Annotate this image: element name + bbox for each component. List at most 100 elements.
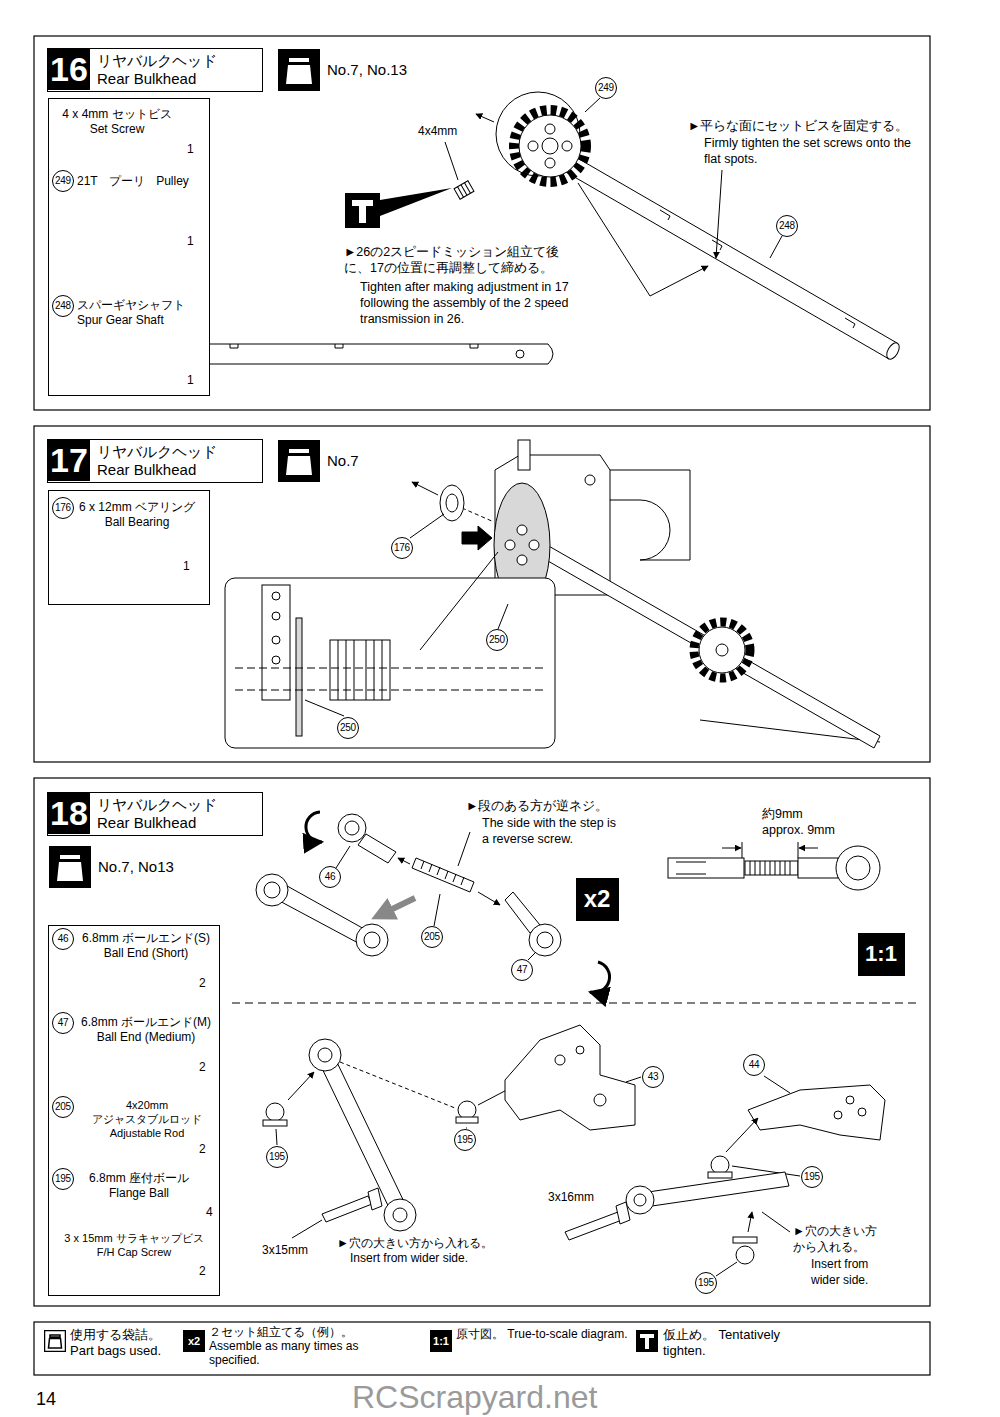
panel-frames <box>34 36 930 1375</box>
set-screw-drawing <box>454 181 474 199</box>
inset-detail <box>330 640 390 700</box>
pulley-249 <box>528 141 538 151</box>
scale-drawing <box>799 848 818 849</box>
parts-list: 1766 x 12mm ベアリング Ball Bearing1 <box>48 490 210 605</box>
set-screw-drawing <box>458 183 471 197</box>
rear-bulkhead-17 <box>518 440 530 470</box>
dimension: 3x16mm <box>548 1190 594 1205</box>
part-qty: 2 <box>199 1264 206 1279</box>
linkage-assembly <box>764 1076 790 1093</box>
linkage-assembly <box>318 1052 408 1218</box>
step-header: 16リヤバルクヘッド Rear Bulkhead <box>47 48 263 92</box>
part-qty: 2 <box>199 976 206 991</box>
inset-detail <box>272 612 280 620</box>
rear-bulkhead-17 <box>699 627 745 673</box>
rear-bulkhead-17 <box>529 540 539 550</box>
dimension: 3x15mm <box>262 1243 308 1258</box>
callout-number: 47 <box>511 959 533 981</box>
rear-bulkhead-17 <box>517 555 527 565</box>
ball-end-assembly <box>529 924 561 956</box>
callout-number: 176 <box>52 497 74 519</box>
bag-numbers: No.7, No13 <box>98 858 174 877</box>
scale-drawing <box>668 842 880 890</box>
legend-swatch <box>44 1330 66 1352</box>
ball-end-assembly <box>345 821 359 835</box>
bag-icon <box>286 449 312 475</box>
rear-bulkhead-17 <box>694 622 750 678</box>
linkage-assembly <box>292 1220 322 1238</box>
rear-bulkhead-17 <box>585 475 595 485</box>
part-name: 6.8mm ボールエンド(M) Ball End (Medium) <box>77 1015 215 1045</box>
note: ►穴の大きい方から入れる。 <box>337 1236 493 1251</box>
badge-text: x2 <box>577 879 617 919</box>
part-bag: No.7, No.13 <box>277 48 457 92</box>
legend-swatch <box>636 1330 658 1352</box>
inset-detail <box>296 618 302 736</box>
linkage-assembly <box>263 1025 885 1276</box>
part-name: 6.8mm 座付ボール Flange Ball <box>79 1171 199 1201</box>
linkage-assembly <box>711 1156 729 1174</box>
ball-end-assembly <box>528 952 536 960</box>
linkage-assembly <box>309 1039 341 1071</box>
pulley-249 <box>545 124 555 134</box>
linkage-assembly <box>834 1111 842 1119</box>
step-header: 18リヤバルクヘッド Rear Bulkhead <box>47 792 263 836</box>
bag-icon <box>57 855 83 881</box>
parts-list: 466.8mm ボールエンド(S) Ball End (Short)2476.8… <box>48 925 220 1296</box>
set-screw-drawing <box>454 181 474 199</box>
callout-number: 195 <box>52 1168 74 1190</box>
spur-gear-shaft <box>660 210 855 328</box>
pulley-249 <box>514 110 586 182</box>
callout-number: 205 <box>52 1096 74 1118</box>
rear-bulkhead-17 <box>534 541 880 748</box>
step-title: リヤバルクヘッド Rear Bulkhead <box>97 52 229 88</box>
rear-bulkhead-17 <box>716 644 728 656</box>
part-name: 4x20mm アジャスタブルロッド Adjustable Rod <box>76 1099 218 1140</box>
part-qty: 1 <box>187 234 194 249</box>
rear-bulkhead-17 <box>517 525 527 535</box>
pulley-249 <box>545 158 555 168</box>
bag-icon <box>49 846 91 888</box>
callout-number: 250 <box>486 629 508 651</box>
page-number: 14 <box>36 1388 56 1411</box>
step-header: 17リヤバルクヘッド Rear Bulkhead <box>47 439 263 483</box>
tighten-icon <box>380 188 452 216</box>
linkage-assembly <box>648 1172 789 1206</box>
icon-text: 1:1 <box>430 1330 452 1352</box>
ball-end-assembly <box>458 832 470 866</box>
inset-detail <box>272 636 280 644</box>
legend-text: ２セット組立てる（例）。 Assemble as many times as s… <box>209 1325 377 1367</box>
part-name: 3 x 15mm サラキャップビス F/H Cap Screw <box>57 1232 211 1260</box>
pulley-249 <box>496 92 586 182</box>
part-qty: 2 <box>199 1060 206 1075</box>
linkage-assembly <box>726 1118 758 1152</box>
step-number: 16 <box>48 49 90 90</box>
legend-swatch <box>49 1335 62 1348</box>
callout-number: 43 <box>642 1066 664 1088</box>
dimension: 約9mm approx. 9mm <box>762 806 842 838</box>
callout-number: 249 <box>595 77 617 99</box>
ball-end-assembly <box>590 962 610 993</box>
linkage-assembly <box>858 1108 866 1116</box>
step-title: リヤバルクヘッド Rear Bulkhead <box>97 796 229 832</box>
part-name: 6.8mm ボールエンド(S) Ball End (Short) <box>77 931 215 961</box>
bag-icon <box>48 845 92 889</box>
panel-frames <box>34 426 930 762</box>
scale-drawing <box>742 842 798 858</box>
bag-icon <box>277 439 321 483</box>
inset-detail <box>338 640 382 700</box>
part-bag: No.7, No13 <box>48 845 218 889</box>
callout-number: 47 <box>52 1012 74 1034</box>
pulley-249 <box>562 141 572 151</box>
inset-detail <box>498 604 508 629</box>
panel-frames <box>34 36 930 410</box>
ball-end-assembly <box>356 924 388 956</box>
linkage-assembly <box>748 1212 752 1232</box>
legend-text: 原寸図。 True-to-scale diagram. <box>456 1327 628 1342</box>
linkage-assembly <box>626 1077 641 1082</box>
note: ►平らな面にセットビスを固定する。 <box>688 119 908 135</box>
tighten-icon <box>345 193 380 228</box>
linkage-assembly <box>565 1212 622 1240</box>
bag-numbers: No.7, No.13 <box>327 61 407 80</box>
